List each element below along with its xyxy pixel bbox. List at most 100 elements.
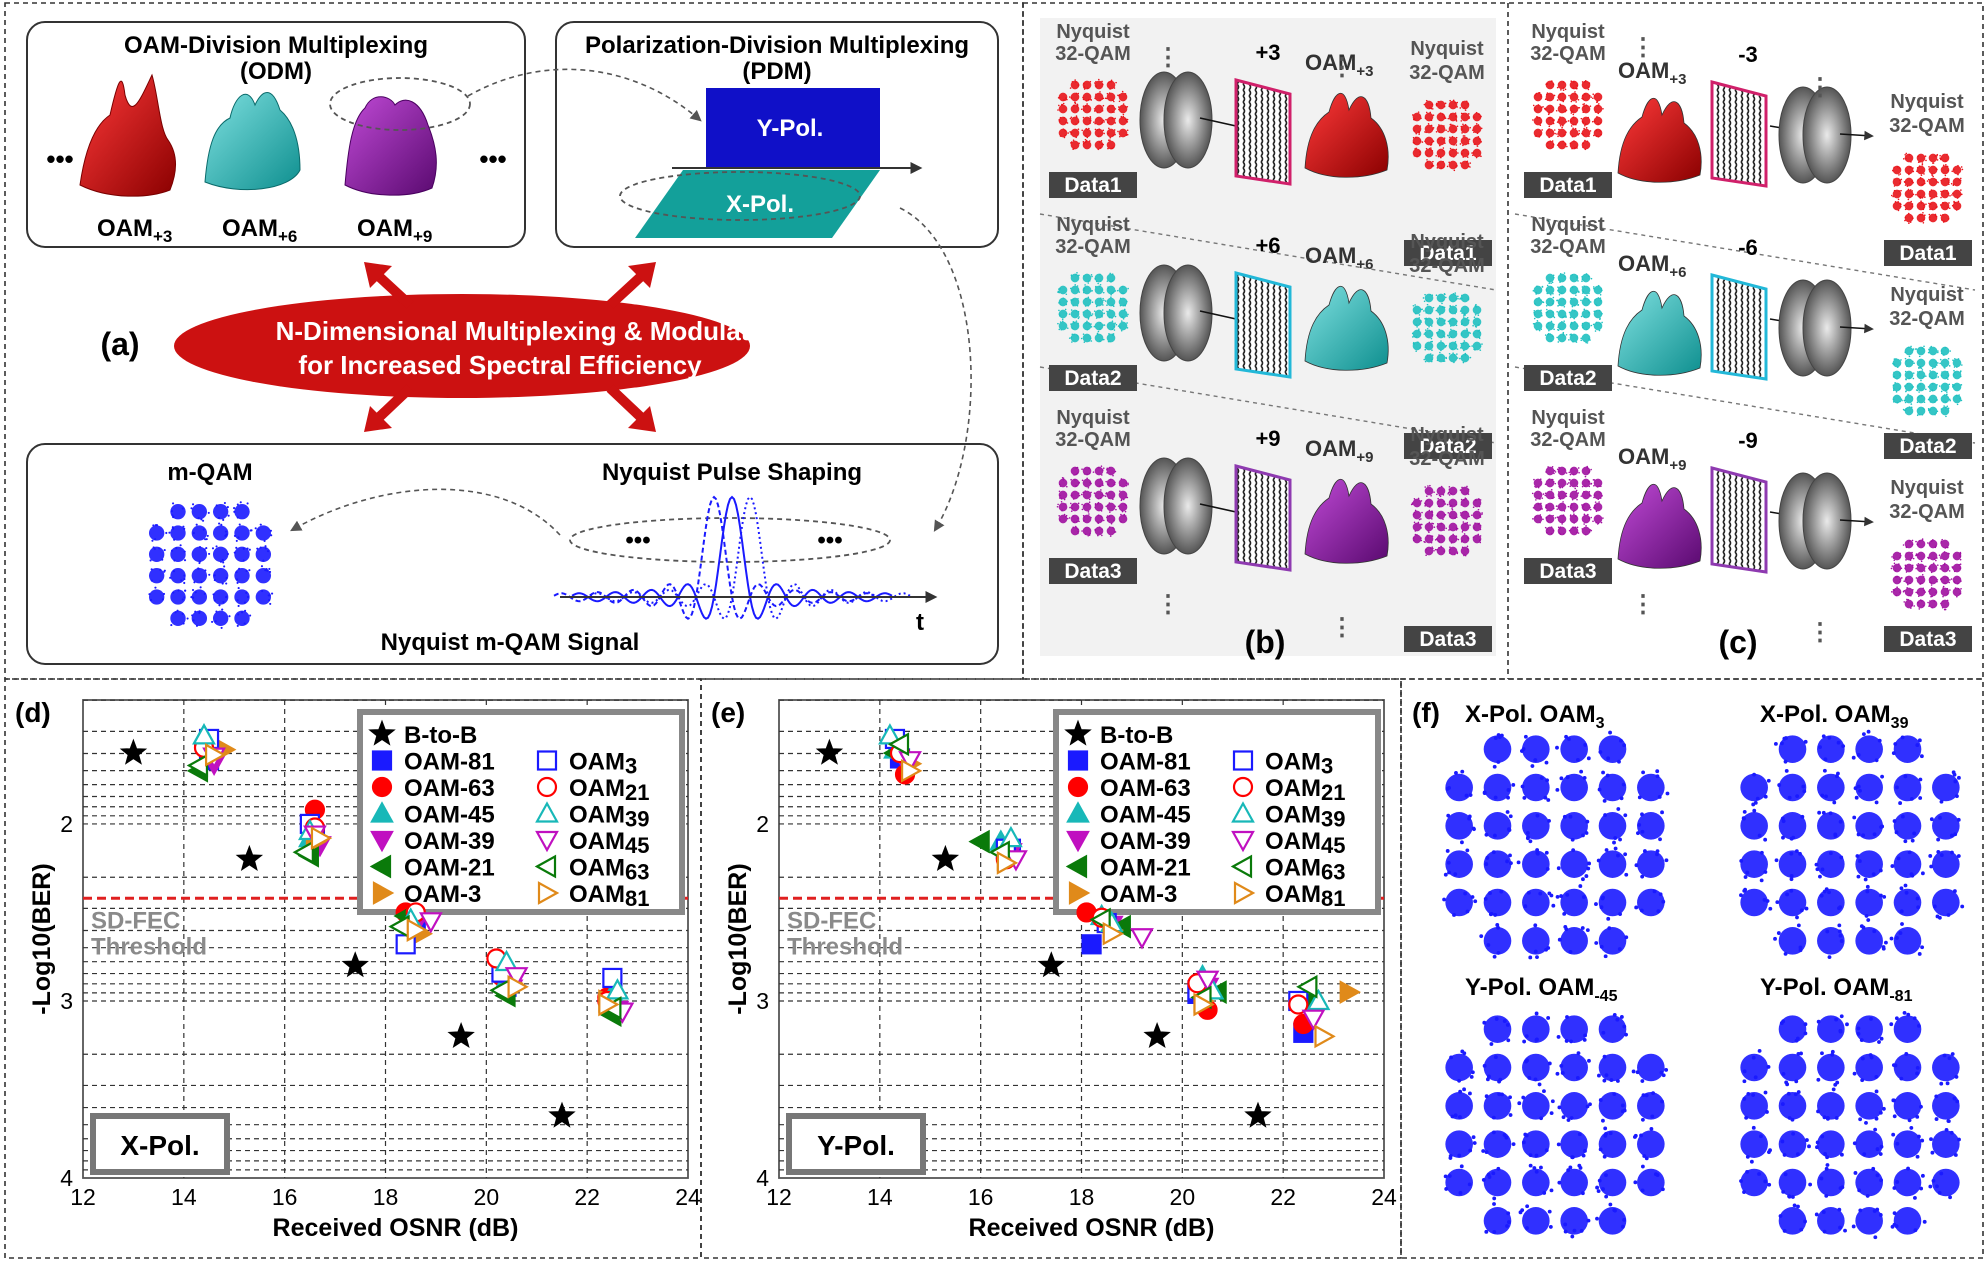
oam-plus9-label: OAM+9: [357, 215, 432, 246]
y-tick-label: 2: [60, 811, 73, 837]
legend-marker: [1064, 719, 1092, 746]
svg-text:⋮: ⋮: [1631, 34, 1655, 61]
svg-text:X-Pol.: X-Pol.: [120, 1130, 199, 1161]
y-tick-label: 2: [756, 811, 769, 837]
spatial-light-modulator-icon: [1139, 264, 1213, 362]
rx-in-constellation-2: [1532, 272, 1603, 344]
legend-entry: OAM45: [569, 828, 649, 858]
threshold-label: SD-FEC: [787, 907, 876, 934]
point-OAM-81: [1081, 934, 1102, 955]
svg-text:32-QAM: 32-QAM: [1055, 429, 1131, 451]
point-OAM81: [204, 743, 227, 767]
point-OAM39: [605, 978, 630, 1000]
svg-text:⋮: ⋮: [1156, 591, 1180, 618]
legend-entry: B-to-B: [404, 722, 477, 749]
point-OAM45: [1301, 1009, 1326, 1031]
x-axis-label: Received OSNR (dB): [969, 1214, 1215, 1242]
svg-text:-3: -3: [1738, 42, 1758, 67]
legend-marker: [370, 801, 394, 823]
x-tick-label: 22: [1270, 1184, 1296, 1210]
signal-label: Nyquist m-QAM Signal: [381, 629, 640, 656]
legend-entry: OAM21: [569, 775, 649, 805]
svg-text:Nyquist: Nyquist: [1890, 284, 1964, 306]
svg-text:OAM+9: OAM+9: [1305, 436, 1373, 466]
svg-text:Data2: Data2: [1419, 435, 1476, 458]
oam-beam-red-icon: [79, 73, 177, 197]
legend-entry: OAM-39: [404, 828, 495, 855]
x-tick-label: 24: [675, 1184, 701, 1210]
conjugate-fork-grating-icon: [1710, 466, 1768, 574]
xpol-plane: [635, 170, 880, 238]
polarization-inset-label: Y-Pol.: [786, 1113, 926, 1175]
demux-data-badge-2: Data2: [1524, 365, 1612, 391]
point-OAM39: [192, 723, 216, 745]
y-tick-label: 3: [60, 988, 73, 1014]
spatial-light-modulator-icon: [1139, 71, 1213, 169]
xpol-label: X-Pol.: [726, 191, 794, 218]
legend-marker: [534, 854, 557, 879]
panel-c: Nyquist32-QAMData1OAM+3-3Nyquist32-QAMDa…: [1514, 21, 1976, 652]
odm-left-ellipsis: •••: [46, 144, 73, 174]
point-OAM21: [1288, 994, 1309, 1015]
panel-f: (f) X-Pol. OAM3 X-Pol. OAM39 Y-Pol. OAM-…: [1412, 697, 1965, 1240]
legend-entry: OAM3: [569, 749, 637, 779]
legend-marker: [1231, 801, 1255, 823]
point-B-to-B: [1037, 951, 1065, 978]
tx-constellation-3: [1056, 465, 1129, 537]
point-OAM81: [996, 851, 1019, 875]
svg-text:+6: +6: [1255, 233, 1280, 258]
f-title-4: Y-Pol. OAM-81: [1760, 974, 1913, 1005]
fork-grating-icon: [1234, 271, 1292, 379]
lens-icon: [1778, 472, 1852, 570]
xpol-dashed-ellipse: [619, 171, 861, 221]
legend-entry: OAM-21: [1100, 855, 1191, 882]
legend-entry: OAM81: [1265, 881, 1345, 911]
panel-c-row-1: Nyquist32-QAMData1OAM+3-3Nyquist32-QAMDa…: [1524, 21, 1972, 266]
point-B-to-B: [235, 844, 264, 872]
svg-text:+3: +3: [1255, 40, 1280, 65]
legend-entry: OAM-63: [404, 775, 495, 802]
x-tick-label: 12: [70, 1184, 96, 1210]
point-OAM39: [999, 825, 1023, 848]
tx-constellation-2: [1057, 271, 1129, 343]
xpol-to-pulse-arrow: [899, 207, 972, 532]
x-tick-label: 12: [766, 1184, 792, 1210]
svg-text:-6: -6: [1738, 235, 1758, 260]
legend-entry: B-to-B: [1100, 722, 1173, 749]
legend-marker: [1066, 801, 1090, 823]
legend-marker: [1065, 854, 1088, 879]
point-OAM81: [507, 974, 529, 999]
tx-data-badge-2: Data2: [1049, 365, 1137, 391]
svg-text:Nyquist: Nyquist: [1890, 91, 1964, 113]
legend-marker: [536, 776, 558, 798]
svg-text:32-QAM: 32-QAM: [1409, 255, 1485, 277]
pulse-to-mqam-arrow: [290, 488, 561, 536]
svg-text:Data1: Data1: [1419, 242, 1477, 265]
point-OAM63: [887, 732, 910, 757]
odm-to-pdm-arrow: [467, 68, 702, 122]
point-OAM63: [1296, 974, 1318, 999]
legend-marker: [1233, 881, 1256, 905]
data-points: [119, 723, 635, 1128]
panel-c-row-2: Nyquist32-QAMData2OAM+6-6Nyquist32-QAMDa…: [1524, 214, 1972, 459]
threshold-label: Threshold: [91, 933, 207, 960]
svg-text:Data3: Data3: [1064, 560, 1121, 583]
f-title-1: X-Pol. OAM3: [1465, 701, 1605, 732]
legend-marker: [372, 881, 395, 905]
svg-text:OAM+3: OAM+3: [97, 215, 172, 246]
x-tick-label: 18: [373, 1184, 399, 1210]
point-OAM81: [900, 758, 923, 783]
point-OAM39: [1306, 988, 1331, 1011]
mqam-constellation-icon: [148, 501, 274, 629]
point-OAM81: [310, 826, 333, 850]
point-B-to-B: [1244, 1101, 1272, 1128]
rx-in-constellation-3: [1531, 465, 1604, 536]
demux-constellation-2: [1892, 345, 1963, 418]
center-arrows: [364, 262, 656, 432]
svg-text:32-QAM: 32-QAM: [1889, 115, 1965, 137]
